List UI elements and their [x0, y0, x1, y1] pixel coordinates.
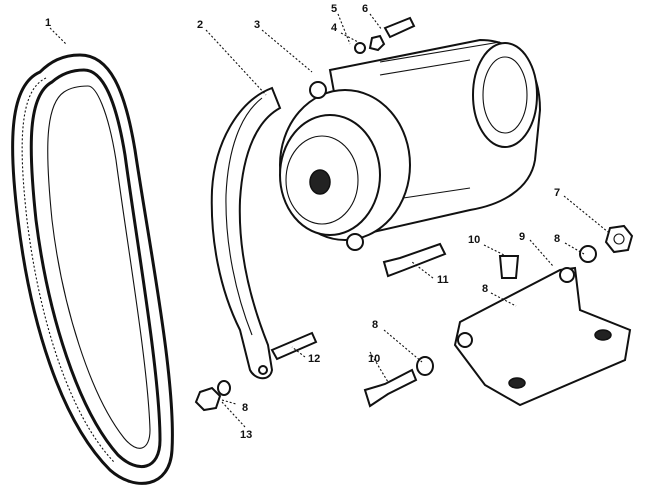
callout-8-c: 8 — [372, 319, 378, 331]
callout-5: 5 — [331, 3, 337, 15]
callout-7: 7 — [554, 187, 560, 199]
callout-13: 13 — [240, 429, 252, 441]
mounting-bracket — [453, 266, 632, 407]
nut-and-washer-left — [194, 380, 231, 412]
callout-9: 9 — [519, 231, 525, 243]
callout-6: 6 — [362, 3, 368, 15]
callout-3: 3 — [254, 19, 260, 31]
alternator — [279, 38, 542, 251]
callout-1: 1 — [45, 17, 51, 29]
callout-8-d: 8 — [242, 402, 248, 414]
callout-4: 4 — [331, 22, 338, 34]
leader-lines — [49, 13, 609, 428]
callout-labels: 1 2 3 4 5 6 7 8 8 8 8 9 10 10 11 12 13 — [45, 3, 560, 441]
top-bolt-assembly — [354, 16, 416, 54]
callout-2: 2 — [197, 19, 203, 31]
callout-8-a: 8 — [554, 233, 560, 245]
callout-10-b: 10 — [368, 353, 380, 365]
callout-10-a: 10 — [468, 234, 480, 246]
nut-and-washers-right — [416, 224, 634, 376]
tension-bracket — [210, 86, 282, 380]
callout-11: 11 — [437, 274, 449, 286]
callout-12: 12 — [308, 353, 320, 365]
v-belt — [11, 53, 174, 485]
bolts — [270, 242, 520, 408]
callout-8-b: 8 — [482, 283, 488, 295]
